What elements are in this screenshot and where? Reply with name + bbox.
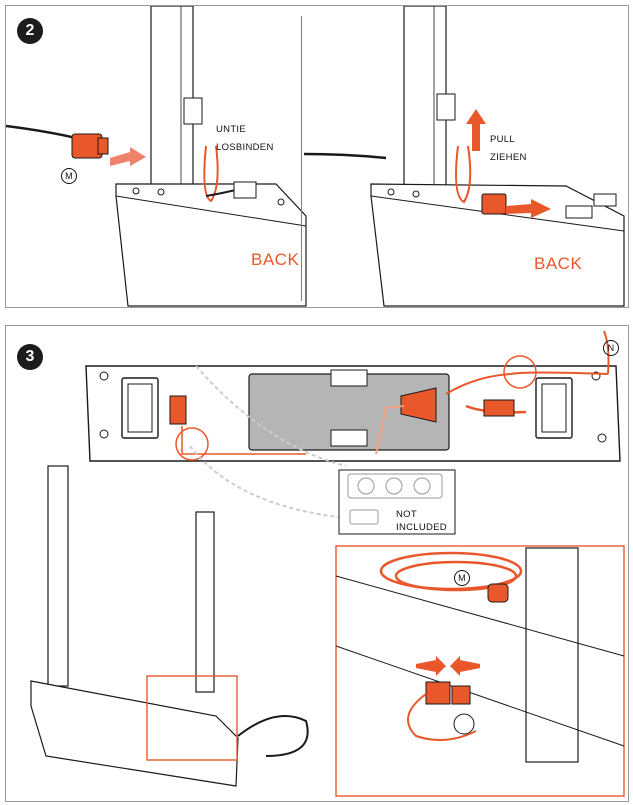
label-pull: PULL: [490, 134, 515, 145]
power-strip-icon: [347, 473, 443, 499]
label-included: INCLUDED: [396, 522, 447, 533]
label-untie: UNTIE: [216, 124, 246, 135]
marker-m-detail: M: [454, 570, 470, 586]
label-ziehen: ZIEHEN: [490, 152, 527, 163]
label-back-right: BACK: [534, 254, 583, 273]
step-2-panel: 2 M UNTIE LOSBINDEN BACK: [5, 5, 629, 308]
step-2-divider: [301, 16, 302, 301]
step-2-left-illustration: [6, 6, 307, 307]
direction-arrow-icon: [110, 147, 146, 166]
marker-m-left: M: [61, 168, 77, 184]
marker-n: N: [603, 340, 619, 356]
step-3-badge: 3: [17, 344, 43, 370]
label-back-left: BACK: [251, 250, 300, 269]
label-not: NOT: [396, 509, 417, 520]
step-2-right-illustration: [303, 6, 625, 307]
step-3-panel: 3: [5, 325, 629, 802]
step-2-badge: 2: [17, 18, 43, 44]
step-3-illustration: [30, 330, 625, 797]
power-plug-icon: [71, 133, 109, 159]
label-losbinden: LOSBINDEN: [216, 142, 274, 153]
